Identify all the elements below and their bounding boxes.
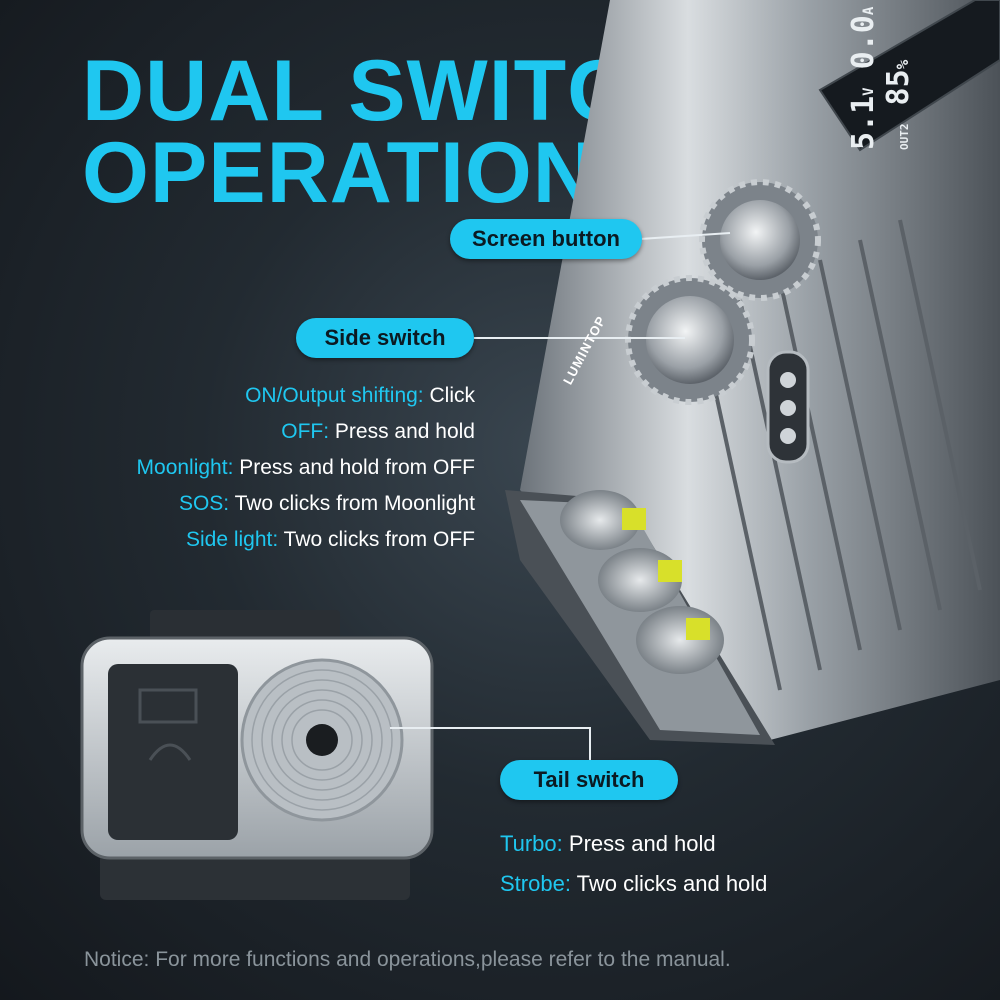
- op-value: Two clicks and hold: [570, 871, 768, 896]
- op-value: Press and hold: [329, 420, 475, 443]
- op-key: ON/Output shifting:: [245, 384, 424, 407]
- display-readout: 5.1V 0.0A OUT2 85%: [846, 6, 916, 151]
- display-percent: 85: [881, 69, 916, 106]
- tail-switch-label: Tail switch: [500, 760, 678, 800]
- display-port-label: OUT2: [898, 123, 911, 151]
- screen-button-graphic: [699, 179, 821, 301]
- display-current-unit: A: [861, 6, 877, 16]
- screen-button-label: Screen button: [450, 219, 642, 259]
- display-voltage-unit: V: [861, 87, 877, 96]
- screen-button-text: Screen button: [472, 226, 620, 251]
- tail-switch-text: Tail switch: [533, 767, 645, 792]
- display-voltage: 5.1: [846, 95, 881, 150]
- side-switch-graphic: [625, 275, 755, 405]
- op-key: Side light:: [185, 528, 279, 551]
- op-item: Side light: Two clicks from OFF: [137, 522, 475, 558]
- op-value: Two clicks from Moonlight: [229, 492, 475, 515]
- op-key: Moonlight:: [136, 456, 234, 479]
- led-reflectors: [560, 490, 724, 674]
- op-value: Two clicks from OFF: [278, 528, 475, 551]
- op-item: Moonlight: Press and hold from OFF: [137, 450, 475, 486]
- op-value: Press and hold from OFF: [233, 456, 475, 479]
- tail-switch-operations: Turbo: Press and hold Strobe: Two clicks…: [500, 824, 767, 904]
- title-line-2: OPERATION: [82, 125, 596, 221]
- op-item: Turbo: Press and hold: [500, 824, 767, 864]
- op-item: SOS: Two clicks from Moonlight: [137, 486, 475, 522]
- side-switch-text: Side switch: [324, 325, 446, 350]
- display-current: 0.0: [846, 15, 881, 70]
- op-value: Press and hold: [562, 831, 716, 856]
- tail-switch-leader: [390, 727, 591, 760]
- display-screen: [818, 0, 1000, 152]
- side-switch-label: Side switch: [296, 318, 474, 358]
- page-title: DUAL SWITCH OPERATION: [82, 48, 693, 221]
- op-key: Strobe:: [500, 871, 571, 896]
- op-value: Click: [423, 384, 475, 407]
- op-item: ON/Output shifting: Click: [137, 378, 475, 414]
- screen-button-leader: [639, 232, 731, 240]
- op-item: Strobe: Two clicks and hold: [500, 864, 767, 904]
- op-item: OFF: Press and hold: [137, 414, 475, 450]
- notice-text: Notice: For more functions and operation…: [84, 948, 731, 971]
- op-key: Turbo:: [500, 831, 563, 856]
- op-key: SOS:: [178, 492, 230, 515]
- side-switch-operations: ON/Output shifting: Click OFF: Press and…: [137, 378, 475, 558]
- op-key: OFF:: [281, 420, 330, 443]
- tail-view: [80, 610, 434, 900]
